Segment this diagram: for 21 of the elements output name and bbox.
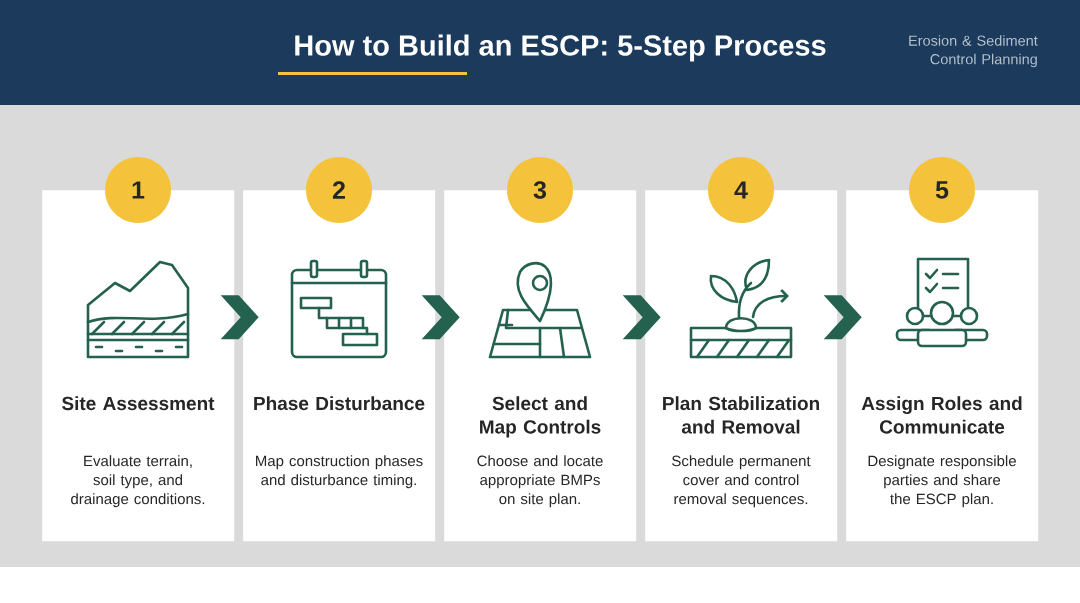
chevron-arrow [421,295,460,340]
step-description: Choose and locate appropriate BMPs on site plan. [477,455,603,508]
step-title: Phase Disturbance [254,396,425,411]
step-number-badge: 3 [507,157,573,223]
step-number-badge: 2 [306,157,372,223]
header-subtitle: Erosion & Sediment Control Planning [909,35,1038,68]
chevron-arrow [823,295,862,340]
step-title: Site Assessment [62,396,215,411]
step-title: Plan Stabilization and Removal [663,396,819,434]
chevron-arrow [220,295,259,340]
step-description: Evaluate terrain, soil type, and drainage conditions. [71,455,205,508]
chevron-arrow [622,295,661,340]
step-description: Designate responsible parties and share the ESCP plan. [868,455,1016,508]
step-description: Schedule permanent cover and control removal sequences. [672,455,811,508]
page-title: How to Build an ESCP: 5-Step Process [295,34,826,62]
step-description: Map construction phases and disturbance timing. [256,455,423,489]
step-number-badge: 4 [708,157,774,223]
step-title: Select and Map Controls [480,396,601,438]
step-number-badge: 1 [105,157,171,223]
step-number-badge: 5 [909,157,975,223]
step-title: Assign Roles and Communicate [861,396,1022,434]
